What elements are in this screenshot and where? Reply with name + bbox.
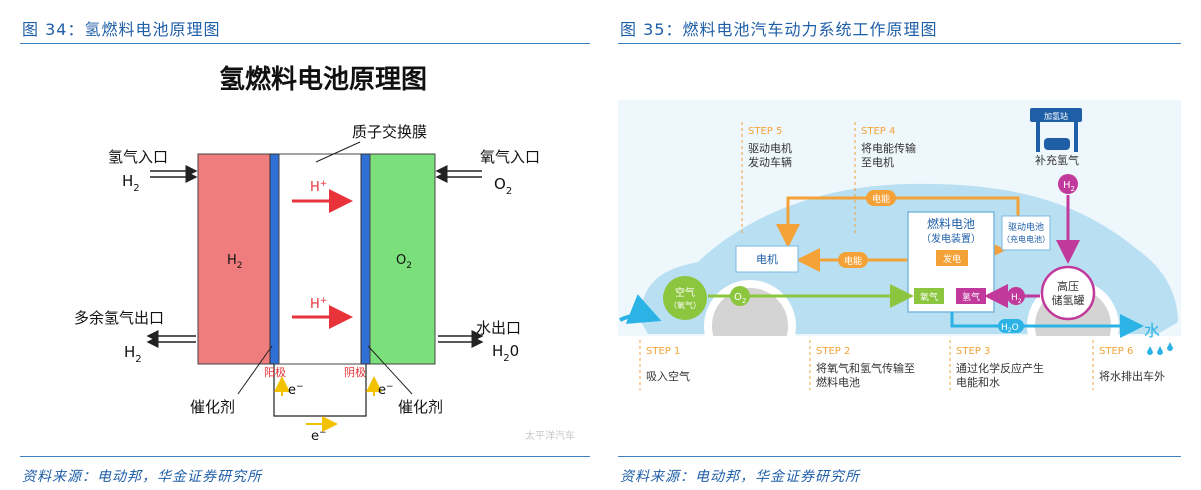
water-line: [950, 312, 1144, 338]
electron-label-bottom: e−: [311, 428, 327, 444]
water-badge-bg: [998, 319, 1024, 333]
fuel-cell-diagram: 氢燃料电池原理图 H2 O2 H+ H+ 质子交换膜 氢气入口 H2 氧气入口 …: [74, 64, 575, 444]
ground-area: [618, 336, 1181, 396]
air-inflow-arrow: [619, 294, 662, 324]
title-rule-right: [618, 43, 1181, 44]
motor-label: 电机: [756, 252, 778, 266]
oxygen-box: [914, 288, 944, 304]
station-sign: [1030, 108, 1082, 122]
power-badge-2: 电能: [844, 255, 862, 267]
step3-label: STEP 3: [956, 346, 990, 357]
drive-battery-2: （充电电池）: [1002, 234, 1050, 244]
anode-label: 阳极: [264, 365, 286, 379]
station-car-icon: [1044, 138, 1070, 150]
step2-text-2: 燃料电池: [816, 375, 860, 389]
motor-box: [735, 245, 799, 273]
h2-inlet-label: 氢气入口: [108, 148, 168, 166]
step2-label: STEP 2: [816, 346, 850, 357]
o2-badge: [730, 286, 750, 306]
station-roof-2: [1074, 122, 1078, 152]
h2-inlet-formula: H2: [122, 172, 140, 194]
electrode-right: [360, 153, 371, 365]
excess-h2-formula: H2: [124, 343, 142, 365]
o2-inlet-formula: O2: [494, 175, 512, 197]
station-sign-text: 加氢站: [1044, 111, 1068, 121]
water-drops-icon: [1147, 342, 1173, 355]
hydrogen-label: 氢气: [962, 291, 980, 303]
water-outlet-formula: H20: [492, 342, 519, 364]
excess-h2-label: 多余氢气出口: [74, 309, 164, 327]
diagram-title: 氢燃料电池原理图: [219, 64, 427, 95]
catalyst-left-label: 催化剂: [190, 398, 235, 416]
figure-34-title: 图 34：氢燃料电池原理图: [22, 20, 221, 39]
h2-top-text: H2: [1063, 180, 1075, 193]
generate-label: 发电: [943, 253, 961, 265]
drive-battery-box: [1001, 215, 1051, 251]
proton-label-2: H+: [310, 296, 327, 312]
fcv-powertrain-diagram: STEP 5 驱动电机 发动车辆 STEP 4 将电能传输 至电机 加氢站 补充…: [618, 100, 1181, 396]
air-label-2: （氧气）: [669, 300, 701, 310]
tank-label-2: 储氢罐: [1052, 293, 1085, 307]
h2-tank: [1040, 265, 1096, 321]
air-label-1: 空气: [675, 286, 695, 299]
hydrogen-box: [956, 288, 986, 304]
figure-35-title: 图 35：燃料电池汽车动力系统工作原理图: [620, 20, 938, 39]
water-badge: H2O: [1001, 323, 1019, 334]
step2-text-1: 将氧气和氢气传输至: [816, 361, 915, 375]
catalyst-left-leader: [237, 345, 273, 395]
h2-chamber-label: H2: [227, 253, 243, 271]
step6-text: 将水排出车外: [1099, 369, 1165, 383]
electron-label-right: e−: [378, 382, 394, 398]
step5-text-1: 驱动电机: [748, 141, 792, 155]
generate-box: [936, 250, 968, 266]
step4-text-2: 至电机: [861, 155, 894, 169]
power-badge-1-bg: [866, 190, 896, 206]
source-rule-right: [618, 456, 1181, 457]
h2-mid-text: H2: [1011, 293, 1022, 305]
source-left: 资料来源：电动邦，华金证券研究所: [22, 469, 262, 485]
step3-text-1: 通过化学反应产生: [956, 361, 1044, 375]
fuel-cell-label-1: 燃料电池: [927, 216, 975, 231]
o2-inlet-label: 氧气入口: [480, 148, 540, 166]
catalyst-right-label: 催化剂: [398, 398, 443, 416]
step1-label: STEP 1: [646, 346, 680, 357]
electrode-left: [269, 153, 280, 365]
title-rule-left: [20, 43, 590, 44]
step5-label: STEP 5: [748, 126, 782, 137]
water-char: 水: [1144, 321, 1160, 340]
membrane-leader: [315, 141, 361, 163]
air-intake-circle: [663, 276, 707, 320]
step4-text-1: 将电能传输: [861, 141, 916, 155]
h2-top-badge: [1058, 174, 1078, 194]
o2-chamber: [369, 153, 436, 365]
step4-label: STEP 4: [861, 126, 895, 137]
power-badge-1: 电能: [872, 193, 890, 205]
fuel-cell-label-2: （发电装置）: [921, 232, 981, 245]
drive-battery-1: 驱动电池: [1008, 221, 1044, 233]
step5-text-2: 发动车辆: [748, 155, 792, 169]
o2-chamber-label: O2: [396, 253, 412, 271]
h2-chamber: [197, 153, 271, 365]
step3-text-2: 电能和水: [956, 375, 1000, 389]
watermark: 太平洋汽车: [525, 429, 575, 442]
step6-label: STEP 6: [1099, 346, 1133, 357]
refuel-label: 补充氢气: [1035, 153, 1079, 167]
source-rule-left: [20, 456, 590, 457]
water-outlet-label: 水出口: [476, 319, 521, 337]
power-badge-2-bg: [838, 252, 868, 268]
o2-badge-text: O2: [734, 292, 746, 305]
source-right: 资料来源：电动邦，华金证券研究所: [620, 469, 860, 485]
catalyst-right-leader: [367, 345, 413, 395]
electron-label-left: e−: [288, 382, 304, 398]
oxygen-label: 氧气: [920, 291, 938, 303]
proton-label-1: H+: [310, 179, 327, 195]
step1-text: 吸入空气: [646, 369, 690, 383]
cathode-label: 阴极: [344, 365, 366, 379]
tank-label-1: 高压: [1057, 279, 1079, 293]
station-roof: [1036, 122, 1040, 152]
membrane-label: 质子交换膜: [352, 123, 427, 141]
h2-mid-badge: [1007, 287, 1025, 305]
